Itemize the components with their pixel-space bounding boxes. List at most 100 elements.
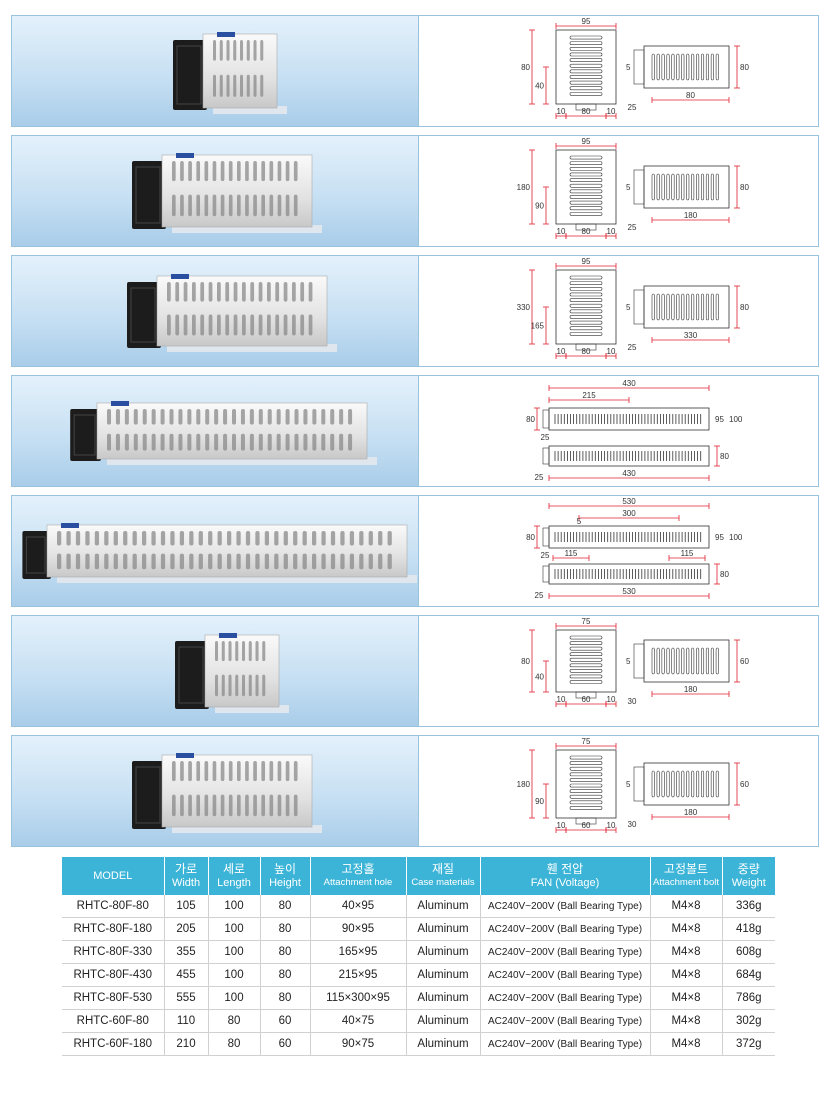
table-cell: Aluminum xyxy=(406,895,481,918)
dim-top: 95 xyxy=(582,257,591,266)
dim-bottom-right: 10 xyxy=(607,107,616,116)
base-plate xyxy=(213,106,287,114)
table-cell: 80 xyxy=(260,986,311,1010)
dim-bottom-left: 10 xyxy=(557,107,566,116)
label-badge xyxy=(111,401,129,406)
dim-top: 75 xyxy=(582,737,591,746)
table-cell: 60 xyxy=(260,1032,311,1056)
product-photo xyxy=(12,16,419,126)
fan-icon xyxy=(173,40,207,110)
dim-bottom-mid: 60 xyxy=(582,821,591,830)
base-plate xyxy=(172,225,322,233)
dim-gap: 5 xyxy=(626,303,631,312)
dim-side-height: 60 xyxy=(740,657,749,666)
dim-left-half: 90 xyxy=(535,202,544,211)
dim-side-length: 430 xyxy=(622,469,636,478)
product-photo xyxy=(12,616,419,726)
dim-side-length: 80 xyxy=(686,91,695,100)
table-cell: M4×8 xyxy=(650,1032,723,1056)
dim-side-height: 80 xyxy=(740,183,749,192)
table-cell: Aluminum xyxy=(406,917,481,941)
dim-bottom-offset: 25 xyxy=(535,473,544,482)
table-cell: 215×95 xyxy=(310,963,407,987)
fan-icon xyxy=(127,282,161,348)
table-cell: AC240V~200V (Ball Bearing Type) xyxy=(480,1009,651,1033)
dim-bottom-right: 10 xyxy=(607,347,616,356)
table-cell: Aluminum xyxy=(406,963,481,987)
dim-side-length: 180 xyxy=(684,685,698,694)
dim-left-half: 40 xyxy=(535,82,544,91)
dim-bottom-mid: 60 xyxy=(582,695,591,704)
dim-mid: 300 xyxy=(622,509,636,518)
label-badge xyxy=(61,523,79,528)
dim-offset: 25 xyxy=(628,223,637,232)
table-cell: 100 xyxy=(208,895,261,918)
table-cell: Aluminum xyxy=(406,940,481,964)
table-cell: 302g xyxy=(722,1009,775,1033)
dim-gap: 5 xyxy=(626,63,631,72)
dim-left-height: 80 xyxy=(526,415,535,424)
table-cell: Aluminum xyxy=(406,1032,481,1056)
table-cell: M4×8 xyxy=(650,940,723,964)
dim-top: 75 xyxy=(582,617,591,626)
table-cell: 110 xyxy=(164,1009,209,1033)
table-cell: AC240V~200V (Ball Bearing Type) xyxy=(480,895,651,918)
dim-left-half: 165 xyxy=(531,322,545,331)
dim-side-left: 115 xyxy=(565,549,578,558)
dim-total: 430 xyxy=(622,379,636,388)
dim-offset: 25 xyxy=(541,551,550,560)
table-cell: M4×8 xyxy=(650,963,723,987)
table-cell: RHTC-80F-430 xyxy=(62,963,165,987)
table-cell: 455 xyxy=(164,963,209,987)
base-plate xyxy=(167,344,337,352)
dim-right-b: 100 xyxy=(729,533,743,542)
dim-left-total: 180 xyxy=(517,780,531,789)
table-cell: 336g xyxy=(722,895,775,918)
dim-side-height: 80 xyxy=(720,452,729,461)
dim-offset: 30 xyxy=(628,697,637,706)
base-plate xyxy=(215,705,289,713)
table-cell: 90×75 xyxy=(310,1032,407,1056)
table-cell: 608g xyxy=(722,940,775,964)
table-cell: AC240V~200V (Ball Bearing Type) xyxy=(480,986,651,1010)
dim-gap: 5 xyxy=(626,657,631,666)
table-cell: 205 xyxy=(164,917,209,941)
table-cell: AC240V~200V (Ball Bearing Type) xyxy=(480,1032,651,1056)
dim-bottom-right: 10 xyxy=(607,695,616,704)
label-badge xyxy=(219,633,237,638)
table-cell: 165×95 xyxy=(310,940,407,964)
dim-bottom-right: 10 xyxy=(607,227,616,236)
label-badge xyxy=(217,32,235,37)
table-cell: M4×8 xyxy=(650,986,723,1010)
table-cell: 60 xyxy=(260,1009,311,1033)
label-badge xyxy=(171,274,189,279)
dim-bottom-offset: 25 xyxy=(535,591,544,600)
table-cell: 80 xyxy=(260,963,311,987)
table-cell: 100 xyxy=(208,986,261,1010)
dim-left-half: 40 xyxy=(535,673,544,682)
label-badge xyxy=(176,753,194,758)
dim-mid-gap: 5 xyxy=(577,517,582,526)
table-cell: M4×8 xyxy=(650,917,723,941)
